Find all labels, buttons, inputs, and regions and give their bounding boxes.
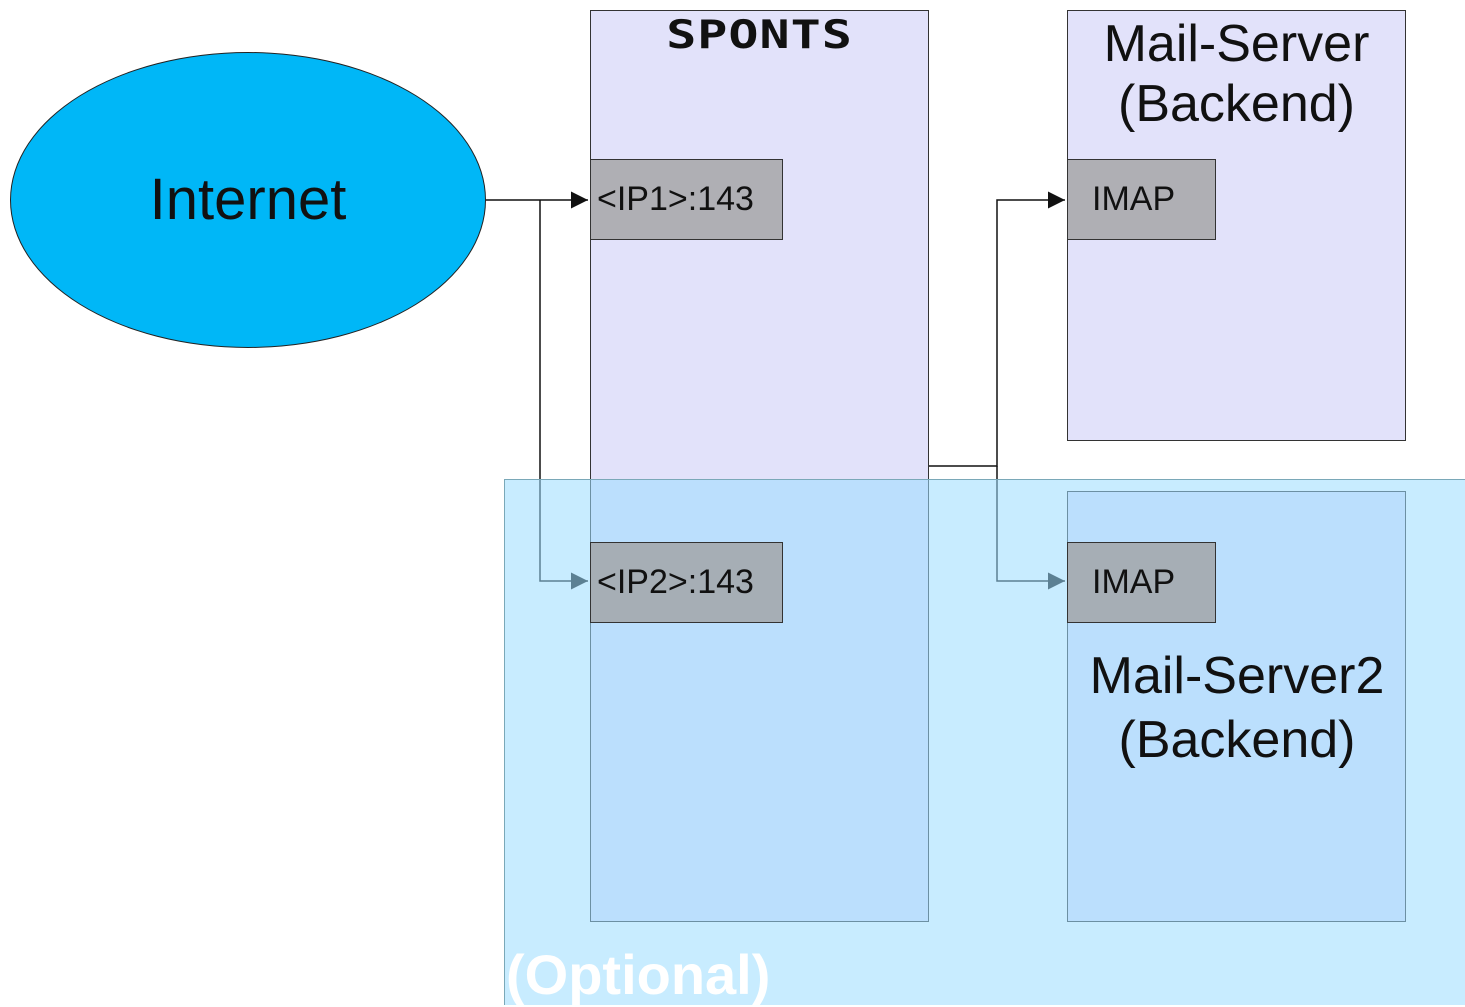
internet-label: Internet (149, 166, 347, 232)
mail-server2-imap-port: IMAP (1067, 542, 1216, 623)
sponts-port-ip2-label: <IP2>:143 (597, 563, 754, 601)
sponts-port-ip2: <IP2>:143 (590, 542, 783, 623)
mail-server-title-line2: (Backend) (1118, 75, 1355, 133)
optional-label: (Optional) (506, 943, 771, 1006)
internet-ellipse: Internet (10, 52, 486, 348)
mail-server-imap-label: IMAP (1092, 180, 1176, 218)
mail-server2-title-line1: Mail-Server2 (1089, 647, 1385, 705)
mail-server-title: Mail-Server (Backend) (1067, 14, 1406, 134)
sponts-port-ip1: <IP1>:143 (590, 159, 783, 240)
mail-server2-title-line2: (Backend) (1118, 711, 1356, 769)
mail-server2-title: Mail-Server2 (Backend) (1062, 644, 1412, 772)
mail-server2-imap-label: IMAP (1092, 563, 1176, 601)
connector-sponts-to-imap1 (929, 191, 1065, 467)
mail-server-imap-port: IMAP (1067, 159, 1216, 240)
sponts-title: SPONTS (666, 12, 853, 58)
sponts-port-ip1-label: <IP1>:143 (597, 180, 754, 218)
mail-server-title-line1: Mail-Server (1103, 15, 1370, 73)
